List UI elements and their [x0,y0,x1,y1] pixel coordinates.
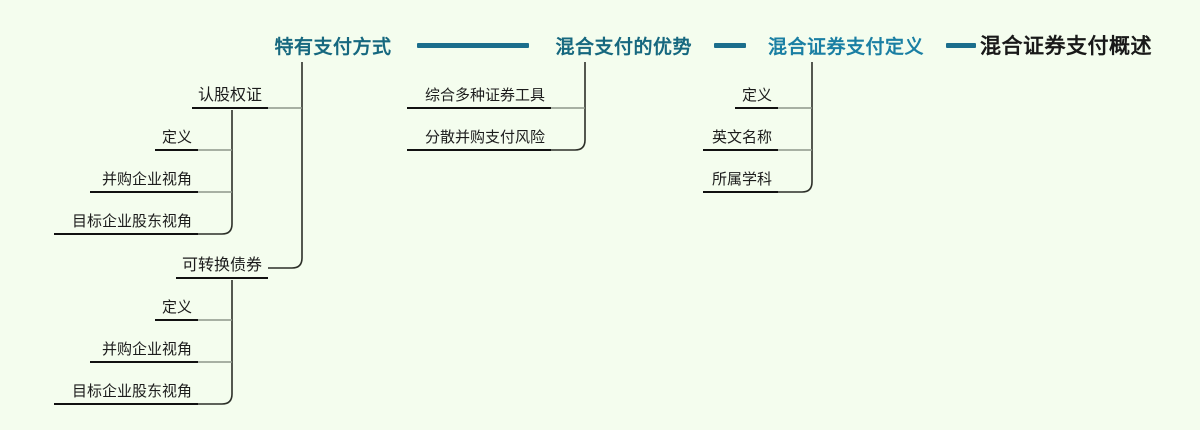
node-label: 定义 [161,299,192,316]
node-underline [155,149,198,151]
node-underline [735,107,778,109]
node-label: 定义 [741,87,772,104]
node-label: 综合多种证券工具 [424,87,545,104]
node-label: 认股权证 [198,87,263,104]
right-trunk [778,62,813,193]
node-integrated-securities-tools[interactable]: 综合多种证券工具 [407,86,551,109]
convertible-branch-trunk [198,280,233,405]
node-label: 英文名称 [711,129,772,146]
warrant-branch-trunk [198,110,233,235]
node-discipline[interactable]: 所属学科 [703,170,778,193]
node-diversify-payment-risk[interactable]: 分散并购支付风险 [407,128,551,151]
breadcrumb-separator-3 [946,42,976,48]
node-convertible-acquirer-view[interactable]: 并购企业视角 [90,340,198,363]
node-underline [192,107,268,109]
breadcrumb-separator-2 [713,42,746,48]
middle-trunk [551,62,586,151]
node-definition[interactable]: 定义 [735,86,778,109]
node-underline [407,149,551,151]
node-underline [155,319,198,321]
node-warrant-definition[interactable]: 定义 [155,128,198,151]
node-warrant-target-shareholder-view[interactable]: 目标企业股东视角 [54,212,198,235]
node-convertible-definition[interactable]: 定义 [155,298,198,321]
node-label: 分散并购支付风险 [424,129,545,146]
node-underline [54,233,198,235]
breadcrumb-item-level3[interactable]: 混合支付的优势 [555,36,692,58]
node-label: 目标企业股东视角 [71,383,192,400]
node-underline [54,403,198,405]
node-warrant[interactable]: 认股权证 [192,86,268,109]
node-underline [176,277,268,279]
node-label: 并购企业视角 [101,171,192,188]
node-label: 所属学科 [711,171,772,188]
node-label: 并购企业视角 [101,341,192,358]
node-warrant-acquirer-view[interactable]: 并购企业视角 [90,170,198,193]
node-underline [703,191,778,193]
left-main-trunk [268,62,303,269]
breadcrumb-item-level4[interactable]: 特有支付方式 [274,36,392,58]
node-underline [407,107,551,109]
node-underline [90,361,198,363]
node-label: 目标企业股东视角 [71,213,192,230]
breadcrumb-separator-1 [417,42,530,48]
node-convertible-bond[interactable]: 可转换债券 [176,256,268,279]
node-english-name[interactable]: 英文名称 [703,128,778,151]
node-underline [703,149,778,151]
node-label: 可转换债券 [182,257,263,274]
breadcrumb: 特有支付方式 混合支付的优势 混合证券支付定义 混合证券支付概述 [0,28,1200,62]
breadcrumb-item-root[interactable]: 混合证券支付概述 [980,35,1152,58]
node-label: 定义 [161,129,192,146]
node-convertible-target-shareholder-view[interactable]: 目标企业股东视角 [54,382,198,405]
node-underline [90,191,198,193]
breadcrumb-item-level2[interactable]: 混合证券支付定义 [767,36,924,58]
